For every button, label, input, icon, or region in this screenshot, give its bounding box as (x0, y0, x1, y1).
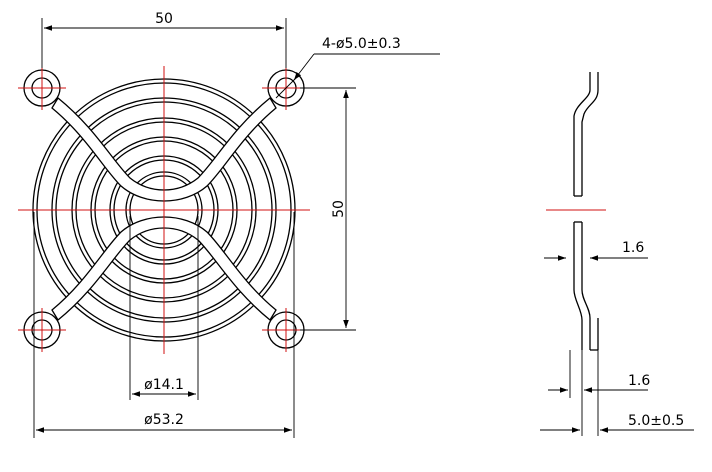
side-profile-bottom (573, 222, 599, 350)
dim-wire-thickness-lower: 1.6 (628, 373, 650, 389)
dim-right-height: 50 (331, 200, 347, 218)
dim-outer-diameter: ø53.2 (144, 412, 184, 428)
dim-hole-callout: 4-ø5.0±0.3 (322, 36, 401, 52)
dim-inner-diameter: ø14.1 (144, 377, 184, 393)
side-view-dimensions (540, 250, 694, 436)
dim-overall-depth: 5.0±0.5 (628, 413, 684, 429)
wire-spoke-top (51, 97, 277, 202)
front-view-dimensions (33, 18, 440, 438)
dim-wire-thickness-upper: 1.6 (622, 240, 644, 256)
side-view (573, 72, 599, 351)
dim-top-width: 50 (155, 11, 173, 27)
side-profile-top (573, 72, 599, 196)
centerlines (18, 66, 310, 354)
